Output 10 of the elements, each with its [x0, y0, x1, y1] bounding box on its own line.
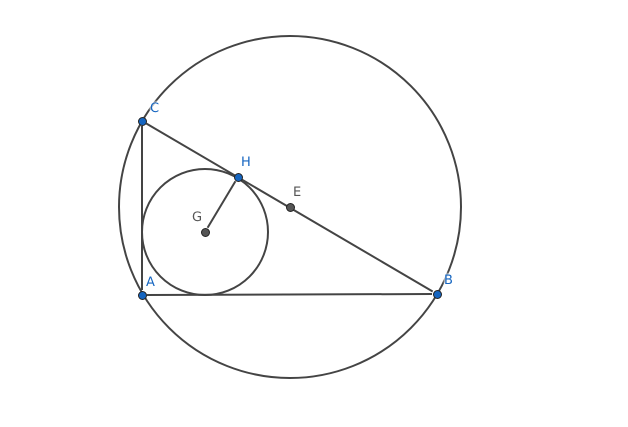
- line-segment: [206, 180, 236, 228]
- line-segment: [147, 293, 432, 296]
- point-label: G: [192, 210, 202, 225]
- point-label: B: [444, 273, 453, 288]
- line-segment: [146, 122, 434, 292]
- point-label: E: [293, 185, 302, 200]
- point-label: C: [150, 101, 160, 116]
- point-label: H: [241, 155, 251, 170]
- line-segment: [141, 126, 143, 290]
- point-label: A: [146, 275, 155, 290]
